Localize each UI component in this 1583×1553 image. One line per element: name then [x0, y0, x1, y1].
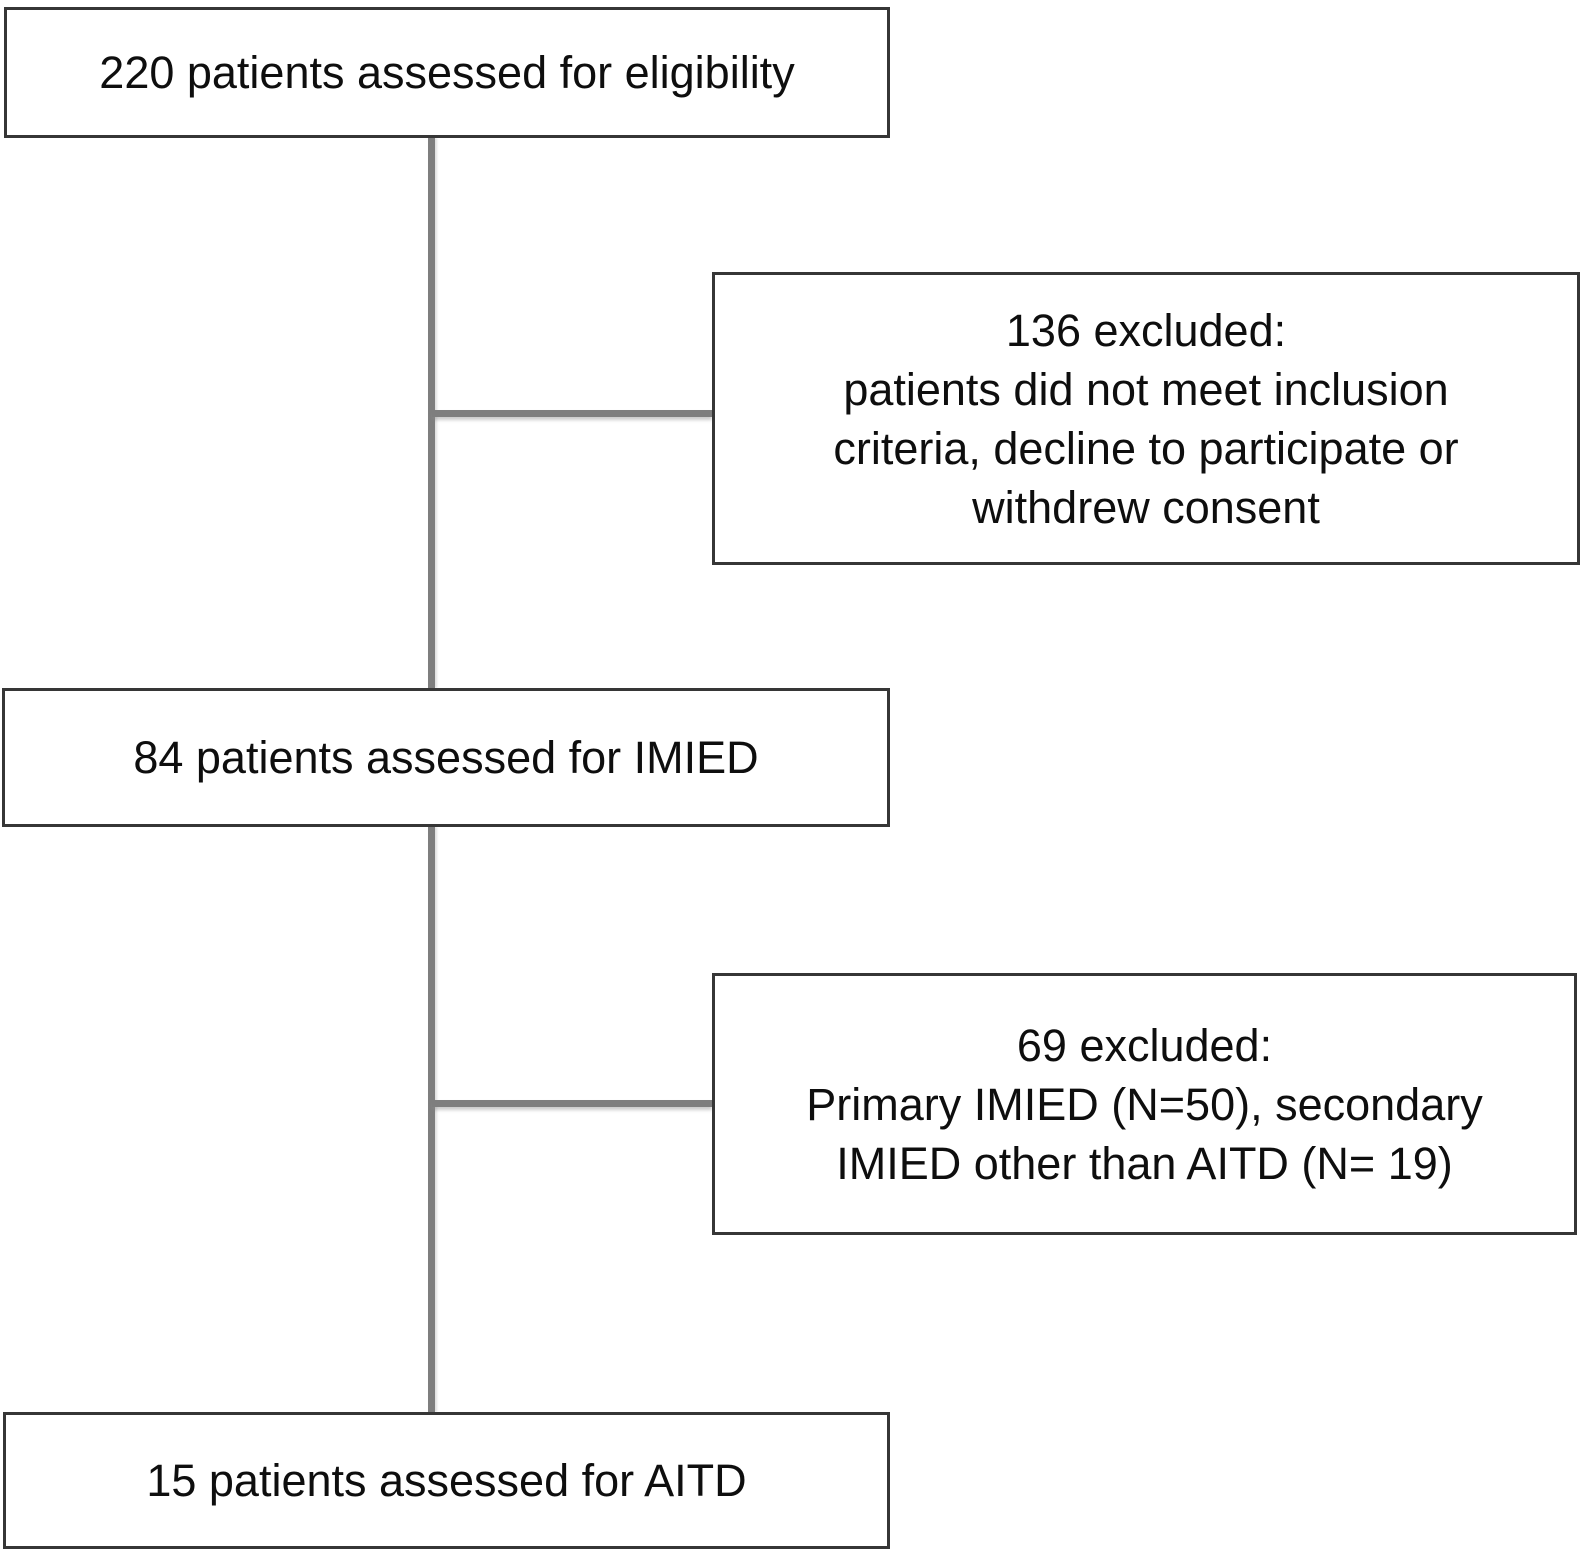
- flow-box-text: withdrew consent: [972, 481, 1320, 533]
- flow-box-excluded-1: 136 excluded: patients did not meet incl…: [712, 272, 1580, 565]
- flow-box-text: 15 patients assessed for AITD: [146, 1455, 747, 1506]
- connector-branch-to-excluded-1: [432, 410, 712, 417]
- connector-imied-to-aitd: [428, 827, 435, 1412]
- flow-box-text: 220 patients assessed for eligibility: [99, 47, 795, 98]
- flow-box-imied: 84 patients assessed for IMIED: [2, 688, 890, 827]
- flow-box-text: IMIED other than AITD (N= 19): [836, 1137, 1453, 1189]
- flow-box-text: 84 patients assessed for IMIED: [133, 732, 759, 783]
- flow-box-text: criteria, decline to participate or: [833, 422, 1459, 474]
- flow-box-text: patients did not meet inclusion: [843, 363, 1449, 415]
- flow-box-text: 136 excluded:: [1005, 304, 1287, 356]
- flow-box-text: Primary IMIED (N=50), secondary: [806, 1078, 1483, 1130]
- connector-branch-to-excluded-2: [432, 1100, 712, 1107]
- flow-box-eligibility: 220 patients assessed for eligibility: [4, 7, 890, 138]
- flow-box-aitd: 15 patients assessed for AITD: [3, 1412, 890, 1549]
- connector-eligibility-to-imied: [428, 138, 435, 688]
- flow-box-text: 69 excluded:: [1016, 1019, 1273, 1071]
- flow-box-excluded-2: 69 excluded: Primary IMIED (N=50), secon…: [712, 973, 1577, 1235]
